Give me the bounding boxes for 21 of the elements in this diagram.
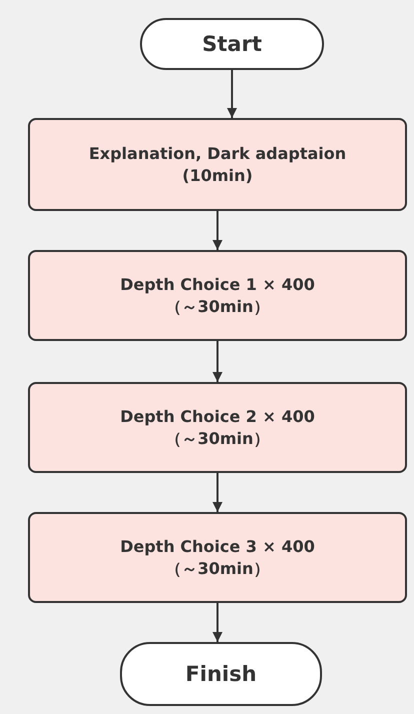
arrow xyxy=(212,603,222,642)
process-box xyxy=(28,512,407,603)
node-text: Depth Choice 2 × 400 xyxy=(120,406,315,428)
node-text: （～30min） xyxy=(166,296,270,318)
node-text: Finish xyxy=(185,660,257,688)
arrow xyxy=(212,341,222,382)
process-box xyxy=(28,250,407,341)
arrow xyxy=(227,70,237,118)
process-box xyxy=(28,382,407,473)
arrow xyxy=(212,473,222,512)
node-text: Explanation, Dark adaptaion xyxy=(88,142,346,164)
node-text: Depth Choice 1 × 400 xyxy=(120,274,315,296)
node-text: （～30min） xyxy=(166,558,270,580)
node-text: （～30min） xyxy=(166,428,270,450)
arrow xyxy=(212,211,222,250)
node-text: (10min) xyxy=(182,164,253,186)
node-text: Depth Choice 3 × 400 xyxy=(120,536,315,558)
node-text: Start xyxy=(202,30,262,58)
process-box xyxy=(28,118,407,211)
terminal-pill xyxy=(140,18,324,70)
terminal-pill xyxy=(120,642,322,706)
